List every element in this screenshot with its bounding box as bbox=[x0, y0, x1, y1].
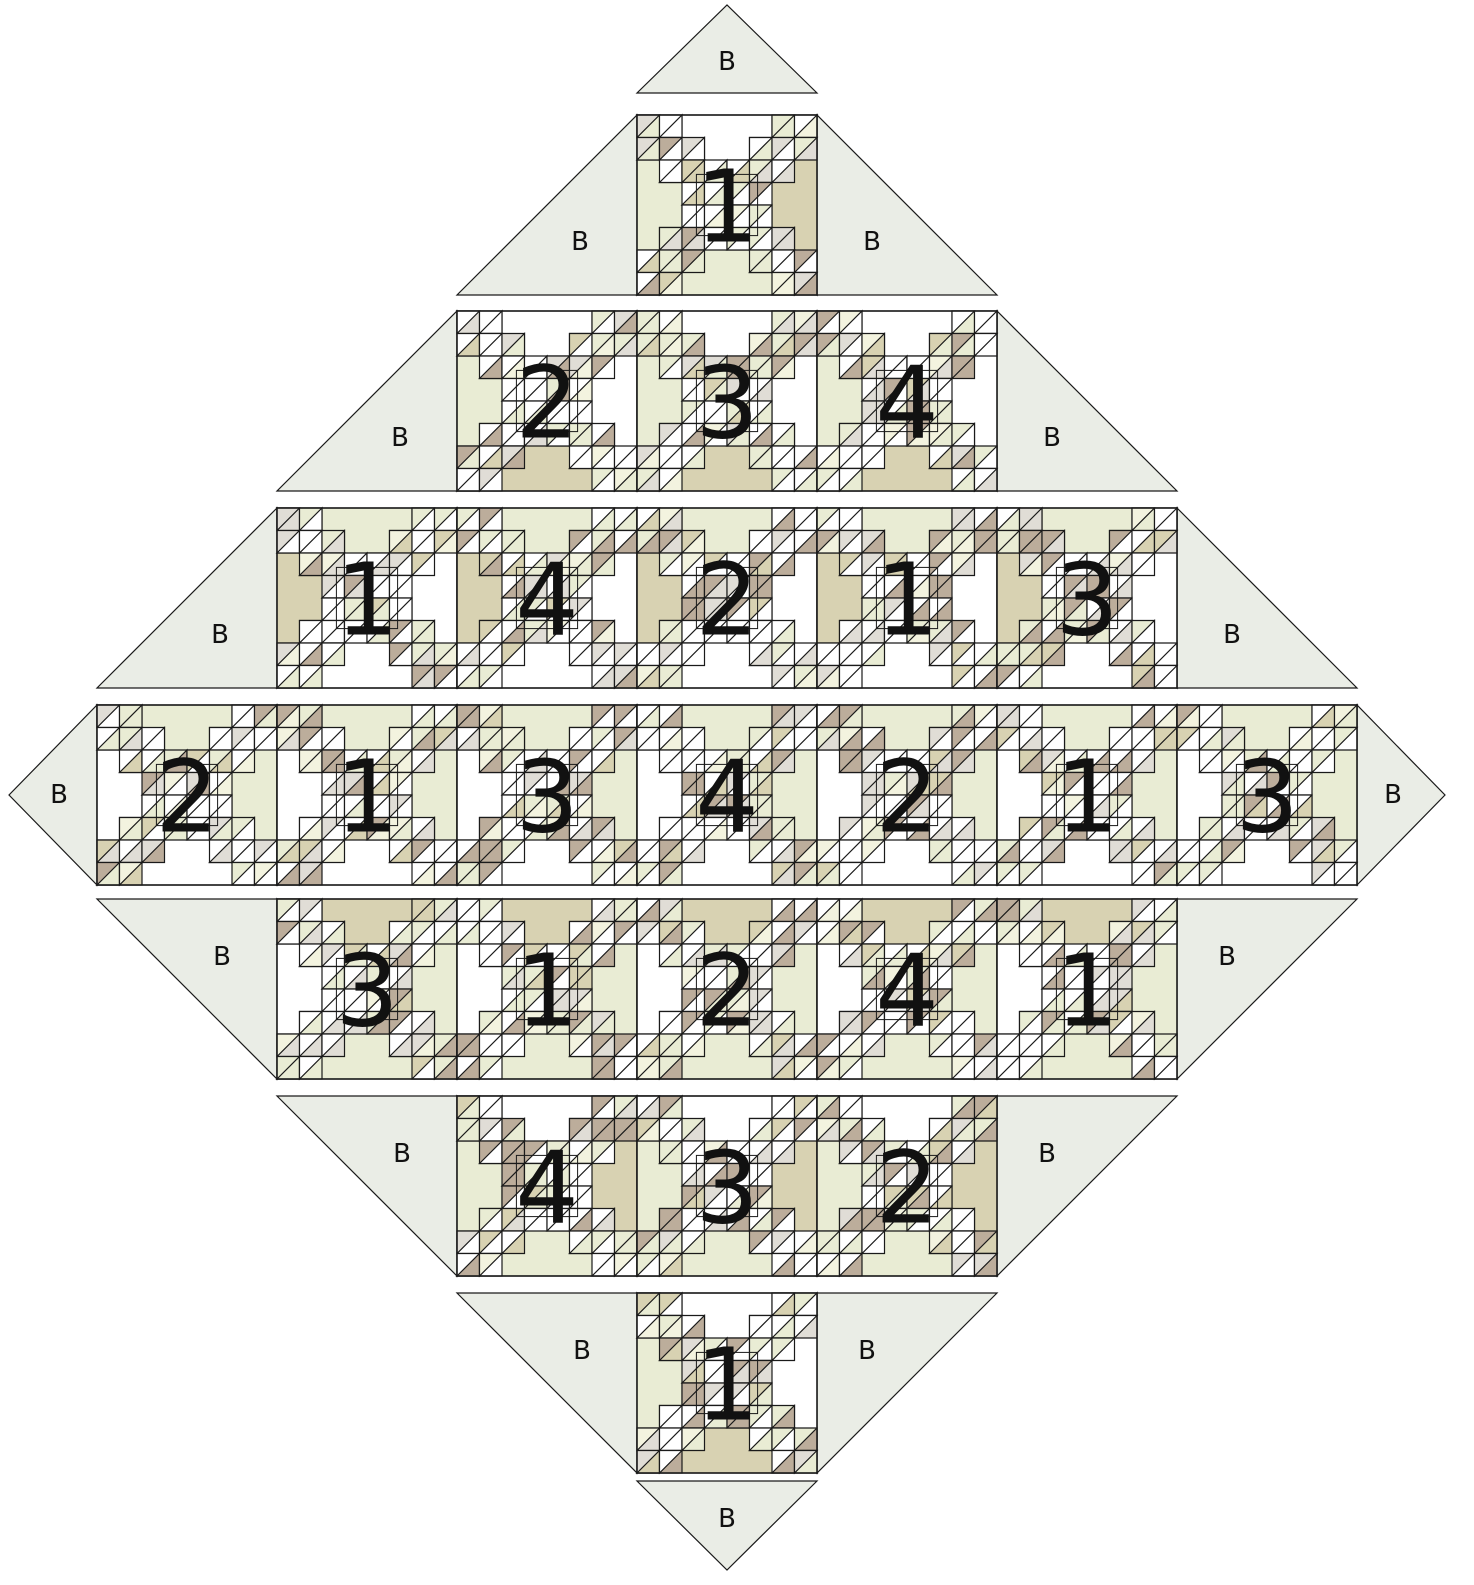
block-number-label: 3 bbox=[335, 933, 399, 1050]
block-number-label: 1 bbox=[695, 149, 759, 266]
block-number-label: 1 bbox=[1055, 739, 1119, 856]
setting-triangle-label: B bbox=[573, 1336, 591, 1366]
block-number-label: 2 bbox=[695, 933, 759, 1050]
setting-triangle-label: B bbox=[1223, 620, 1241, 650]
setting-triangle-right bbox=[1177, 899, 1357, 1079]
setting-triangle-label: B bbox=[213, 942, 231, 972]
setting-triangle-left bbox=[277, 1096, 457, 1276]
setting-triangle-right bbox=[1177, 508, 1357, 688]
setting-triangle-left bbox=[277, 311, 457, 491]
block-number-label: 3 bbox=[1235, 739, 1299, 856]
block-number-label: 1 bbox=[515, 933, 579, 1050]
setting-triangle-right bbox=[997, 311, 1177, 491]
setting-triangle-right bbox=[817, 1293, 997, 1473]
setting-triangle-label: B bbox=[1384, 780, 1402, 810]
block-number-label: 4 bbox=[515, 1130, 579, 1247]
block-number-label: 2 bbox=[515, 345, 579, 462]
block-number-label: 4 bbox=[875, 345, 939, 462]
block-number-label: 1 bbox=[335, 739, 399, 856]
block-number-label: 4 bbox=[515, 542, 579, 659]
block-number-label: 2 bbox=[155, 739, 219, 856]
setting-triangle-label: B bbox=[211, 620, 229, 650]
block-number-label: 3 bbox=[695, 1130, 759, 1247]
block-number-label: 3 bbox=[1055, 542, 1119, 659]
block-number-label: 2 bbox=[875, 739, 939, 856]
setting-triangle-right bbox=[997, 1096, 1177, 1276]
block-number-label: 4 bbox=[695, 739, 759, 856]
setting-triangle-label: B bbox=[391, 423, 409, 453]
block-number-label: 4 bbox=[875, 933, 939, 1050]
setting-triangle-label: B bbox=[393, 1139, 411, 1169]
setting-triangle-label: B bbox=[1043, 423, 1061, 453]
setting-triangle-label: B bbox=[50, 780, 68, 810]
setting-triangle-label: B bbox=[1038, 1139, 1056, 1169]
setting-triangle-label: B bbox=[858, 1336, 876, 1366]
block-number-label: 1 bbox=[335, 542, 399, 659]
block-number-label: 3 bbox=[695, 345, 759, 462]
block-number-label: 2 bbox=[695, 542, 759, 659]
block-number-label: 1 bbox=[1055, 933, 1119, 1050]
setting-triangle-label: B bbox=[718, 47, 736, 77]
setting-triangle-label: B bbox=[571, 227, 589, 257]
setting-triangle-label: B bbox=[718, 1504, 736, 1534]
setting-triangle-left bbox=[457, 115, 637, 295]
setting-triangle-left bbox=[97, 508, 277, 688]
setting-triangle-label: B bbox=[1218, 942, 1236, 972]
block-number-label: 3 bbox=[515, 739, 579, 856]
setting-triangle-left bbox=[97, 899, 277, 1079]
setting-triangle-left bbox=[457, 1293, 637, 1473]
block-number-label: 1 bbox=[695, 1327, 759, 1444]
setting-triangle-label: B bbox=[863, 227, 881, 257]
block-number-label: 2 bbox=[875, 1130, 939, 1247]
block-number-label: 1 bbox=[875, 542, 939, 659]
setting-triangle-right bbox=[817, 115, 997, 295]
